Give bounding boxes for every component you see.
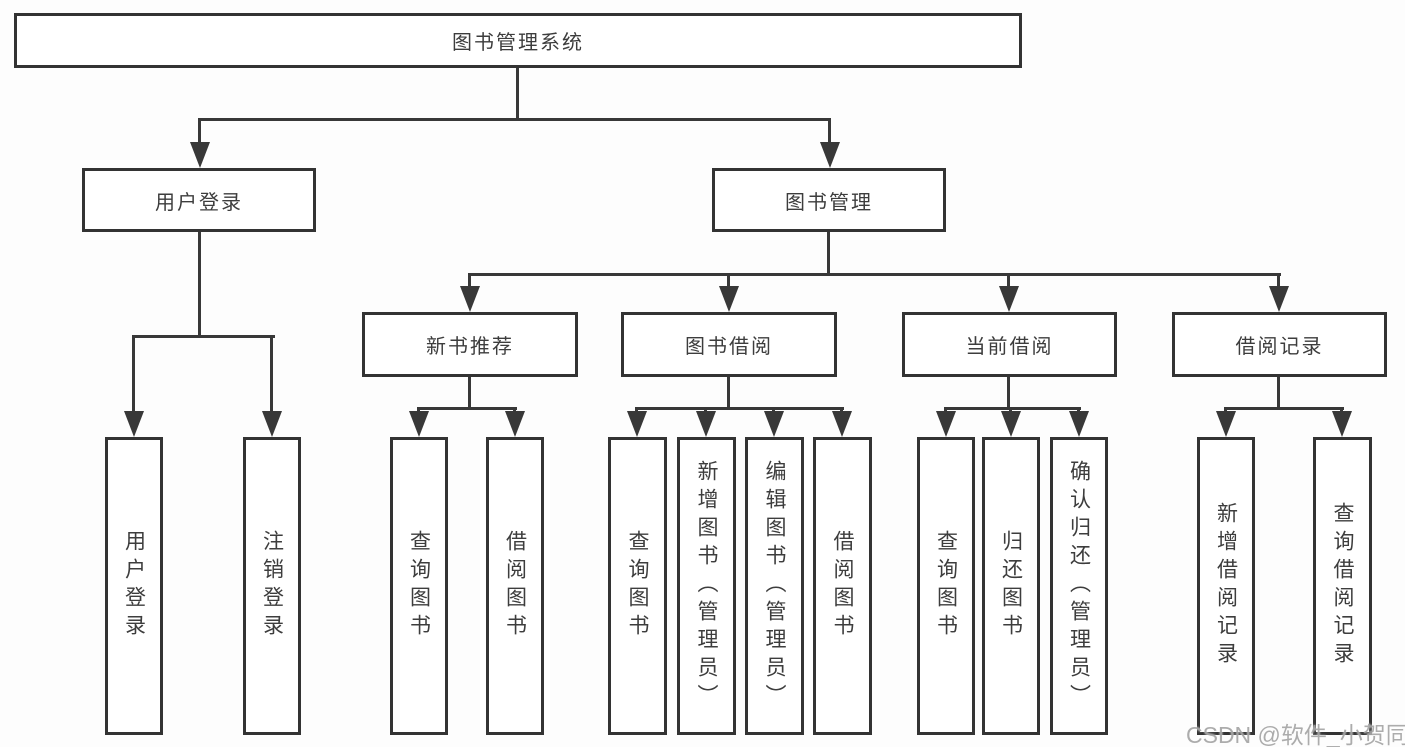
node-current-borrow: 当前借阅 [902,312,1117,377]
arrowhead-down [832,411,852,437]
leaf-add-borrow-record: 新增借阅记录 [1197,437,1255,735]
connector-line [468,377,471,407]
leaf-borrow-books-1: 借阅图书 [486,437,544,735]
connector-line [469,273,1281,276]
leaf-label: 注销登录 [260,530,284,642]
leaf-add-book-admin: 新增图书（管理员） [677,437,736,735]
leaf-label: 新增图书（管理员） [695,460,718,712]
arrowhead-down [999,286,1019,312]
node-label: 图书管理 [785,191,873,214]
connector-line [727,273,730,289]
node-label: 图书管理系统 [452,32,584,54]
node-user-login: 用户登录 [82,168,316,232]
leaf-label: 查询图书 [407,530,431,642]
arrowhead-down [936,411,956,437]
node-new-book-recommend: 新书推荐 [362,312,578,377]
csdn-watermark: CSDN @软件_小贺同学 [1186,722,1405,747]
connector-line [1277,377,1280,407]
connector-line [468,273,471,289]
arrowhead-down [190,142,210,168]
arrowhead-down [409,411,429,437]
node-label: 新书推荐 [426,336,514,358]
connector-line [1007,377,1010,407]
connector-line [132,335,135,415]
connector-line [1225,407,1344,410]
connector-line [828,118,831,146]
leaf-label: 查询图书 [934,530,958,642]
node-library-management-system: 图书管理系统 [14,13,1022,68]
arrowhead-down [1269,286,1289,312]
leaf-label: 新增借阅记录 [1214,502,1238,670]
leaf-label: 查询图书 [626,530,649,642]
arrowhead-down [1069,411,1089,437]
arrowhead-down [460,286,480,312]
connector-line [199,118,831,121]
arrowhead-down [1216,411,1236,437]
leaf-label: 借阅图书 [503,530,527,642]
node-book-borrow: 图书借阅 [621,312,837,377]
leaf-label: 确认归还（管理员） [1067,460,1091,712]
arrowhead-down [627,411,647,437]
arrowhead-down [262,411,282,437]
node-label: 图书借阅 [685,336,773,358]
leaf-user-login: 用户登录 [105,437,163,735]
leaf-edit-book-admin: 编辑图书（管理员） [745,437,804,735]
leaf-return-book: 归还图书 [982,437,1040,735]
connector-line [270,335,273,415]
node-book-management: 图书管理 [712,168,946,232]
connector-line [945,407,1081,410]
arrowhead-down [505,411,525,437]
connector-line [727,377,730,407]
leaf-borrow-books-2: 借阅图书 [813,437,872,735]
arrowhead-down [820,142,840,168]
arrowhead-down [1332,411,1352,437]
arrowhead-down [1001,411,1021,437]
leaf-query-books-1: 查询图书 [390,437,448,735]
node-borrow-records: 借阅记录 [1172,312,1387,377]
node-label: 借阅记录 [1235,336,1324,358]
node-label: 当前借阅 [965,336,1054,358]
connector-line [827,232,830,273]
connector-line [1007,273,1010,289]
connector-line [198,118,201,146]
leaf-label: 编辑图书（管理员） [763,460,786,712]
node-label: 用户登录 [155,191,243,214]
arrowhead-down [696,411,716,437]
leaf-label: 查询借阅记录 [1331,502,1354,670]
leaf-logout: 注销登录 [243,437,301,735]
arrowhead-down [764,411,784,437]
leaf-query-borrow-record: 查询借阅记录 [1313,437,1372,735]
connector-line [133,335,275,338]
connector-line [516,68,519,121]
arrowhead-down [719,286,739,312]
arrowhead-down [124,411,144,437]
connector-line [418,407,517,410]
leaf-query-books-2: 查询图书 [608,437,667,735]
leaf-query-books-3: 查询图书 [917,437,975,735]
leaf-label: 用户登录 [122,530,146,642]
connector-line [636,407,844,410]
connector-line [1277,273,1280,289]
leaf-label: 归还图书 [999,530,1023,642]
connector-line [198,232,201,335]
leaf-label: 借阅图书 [831,530,854,642]
leaf-confirm-return-admin: 确认归还（管理员） [1050,437,1108,735]
